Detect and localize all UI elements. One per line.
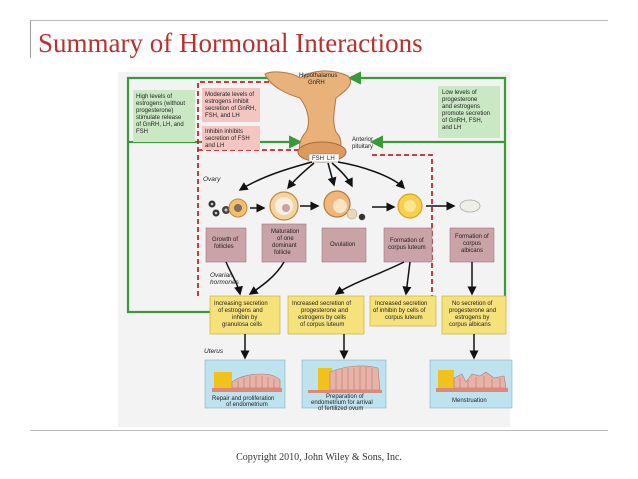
stage-maturation-text: Maturation of one dominant follicle xyxy=(271,229,301,256)
title-rule-top xyxy=(30,20,608,21)
uterus-panel-preparation xyxy=(301,359,387,409)
copyright-footer: Copyright 2010, John Wiley & Sons, Inc. xyxy=(236,452,402,463)
stage-corpus-luteum-text: Formation of corpus luteum xyxy=(388,238,426,251)
stage-box-corpus-luteum xyxy=(383,227,433,263)
stage-ovulation-text: Ovulation xyxy=(330,242,355,248)
low-progesterone-text: Low levels of progesterone and estrogens… xyxy=(442,90,492,131)
right-feedback-arrow xyxy=(347,71,507,312)
lh-arrow-corpus-luteum xyxy=(337,161,406,190)
arrow-cl-inhibin xyxy=(402,261,412,296)
stage-box-maturation xyxy=(261,223,307,263)
lh-arrow-ovulation-2 xyxy=(331,162,353,188)
ovarian-hormones-label: Ovarian hormones xyxy=(210,272,240,286)
secretion-box-progesterone xyxy=(287,295,365,335)
title-rule-vertical xyxy=(30,20,31,58)
lh-label: LH xyxy=(327,156,335,162)
arrow-growth-secretion xyxy=(225,261,243,296)
inhibin-callout xyxy=(202,126,260,150)
hypothalamus-label: Hypothalamus GnRH xyxy=(299,73,339,86)
stage-box-corpus-albicans xyxy=(449,227,495,263)
fsh-lh-label-box xyxy=(308,153,340,163)
uterus-panel-repair xyxy=(204,359,286,409)
stage-growth-text: Growth of follicles xyxy=(212,237,240,250)
fsh-label: FSH xyxy=(312,156,324,162)
secretion-inhibin-text: Increased secretion of inhibin by cells … xyxy=(373,301,429,321)
secretion-none-text: No secretion of progesterone and estroge… xyxy=(449,301,498,328)
footer-rule xyxy=(30,430,608,431)
stage-box-growth xyxy=(205,227,247,263)
stage-box-ovulation xyxy=(321,227,367,263)
arrow-maturation-secretion xyxy=(248,261,285,295)
inhibition-loop-estrogen xyxy=(197,81,290,296)
secretion-progesterone-text: Increased secretion of progesterone and … xyxy=(292,301,353,328)
ovary-label: Ovary xyxy=(203,176,221,183)
primordial-follicles xyxy=(208,198,248,218)
secretion-box-inhibin xyxy=(369,295,437,327)
low-progesterone-callout xyxy=(438,86,500,138)
uterus-menstruation-text: Menstruation xyxy=(452,398,487,404)
slide-title: Summary of Hormonal Interactions xyxy=(38,28,423,58)
secretion-box-none xyxy=(441,295,507,335)
uterus-repair-text: Repair and proliferation of endometrium xyxy=(212,396,276,408)
corpus-albicans xyxy=(459,199,481,213)
uterus-preparation-text: Preparation of endometrium for arrival o… xyxy=(311,394,374,412)
secretion-estrogen-text: Increasing secretion of estrogens and in… xyxy=(214,301,269,328)
dominant-follicle xyxy=(269,191,299,221)
ovulating-follicle xyxy=(323,190,366,221)
moderate-estrogen-text: Moderate levels of estrogens inhibit sec… xyxy=(205,92,258,119)
stage-corpus-albicans-text: Formation of corpus albicans xyxy=(455,234,490,254)
corpus-luteum xyxy=(397,193,423,219)
high-estrogen-callout xyxy=(133,90,195,142)
fsh-arrow-dominant xyxy=(287,162,315,190)
hypothalamus-shape xyxy=(264,70,352,159)
uterus-label: Uterus xyxy=(204,348,224,355)
moderate-estrogen-callout xyxy=(202,88,260,122)
arrow-cl-progesterone xyxy=(334,261,405,295)
uterus-panel-menstruation xyxy=(429,359,513,409)
high-estrogen-text: High levels of estrogens (without proges… xyxy=(136,94,187,135)
lh-arrow-ovulation xyxy=(327,162,337,187)
left-feedback-arrow xyxy=(126,71,291,314)
anterior-pituitary-label: Anterior pituitary xyxy=(352,137,375,150)
inhibin-text: Inhibin inhibits secretion of FSH and LH xyxy=(205,129,251,149)
fsh-arrow-follicles xyxy=(238,161,313,191)
